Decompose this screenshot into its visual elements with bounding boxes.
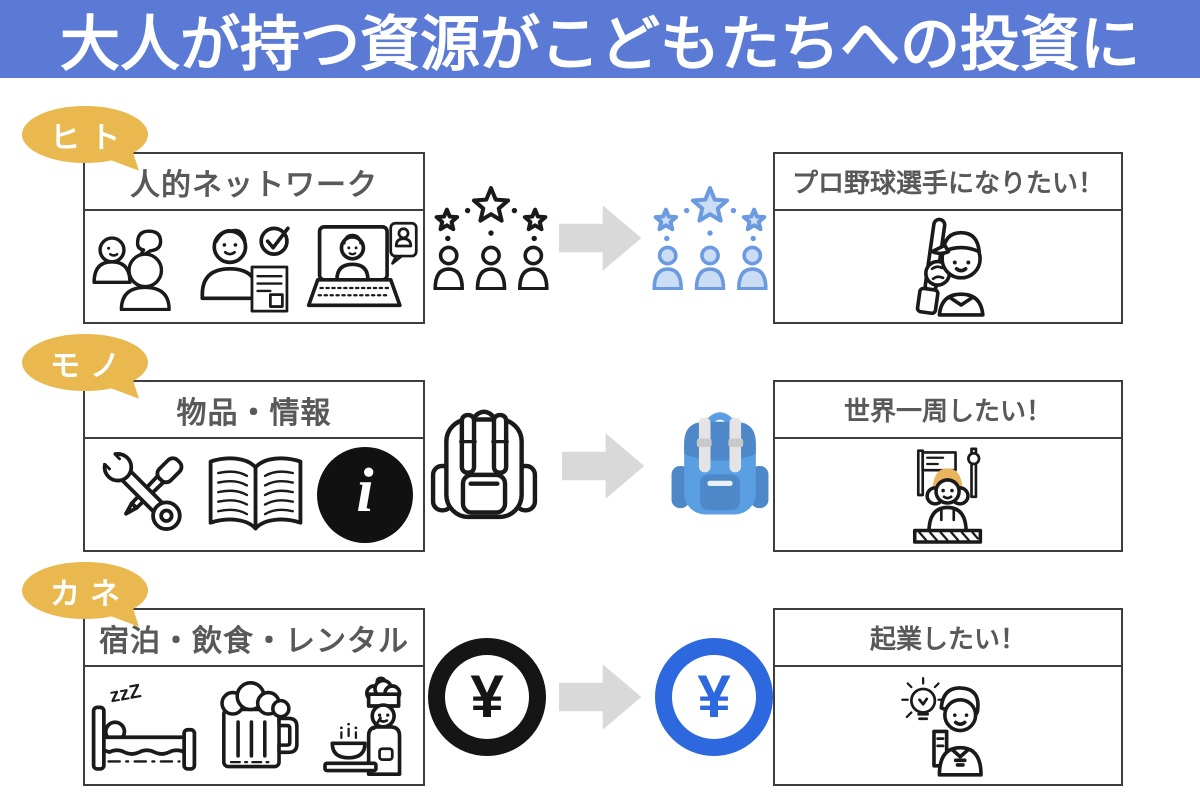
chef-cooking-icon	[323, 675, 402, 776]
baseball-player-icon	[915, 217, 985, 317]
header-banner: 大人が持つ資源がこどもたちへの投資に	[0, 0, 1200, 78]
people-stars-black-icon	[433, 186, 549, 290]
goal-box-startup: 起業したい！	[773, 608, 1123, 786]
open-book-icon	[208, 455, 303, 530]
resource-box-services: 宿泊・飲食・レンタル zzZ	[83, 608, 425, 786]
goal-title: 起業したい！	[775, 610, 1121, 667]
arrow-right-icon	[558, 205, 641, 271]
person-checklist-icon	[200, 226, 290, 313]
backpack-blue-icon	[671, 412, 769, 515]
goal-title: 世界一周したい！	[775, 382, 1121, 439]
goal-box-baseball: プロ野球選手になりたい！	[773, 152, 1123, 324]
info-glyph: i	[356, 457, 374, 525]
resource-icons: zzZ	[85, 667, 423, 784]
people-talking-icon	[92, 229, 171, 311]
goal-title: プロ野球選手になりたい！	[775, 154, 1121, 211]
goal-box-travel: 世界一周したい！	[773, 380, 1123, 552]
transform-mono	[428, 380, 773, 552]
arrow-right-icon	[561, 433, 644, 499]
badge-hito: ヒト	[22, 106, 148, 163]
badge-kane: カネ	[22, 562, 148, 619]
tools-icon	[99, 448, 184, 531]
badge-mono: モノ	[22, 334, 148, 391]
sleep-zzz: zzZ	[108, 680, 143, 707]
entrepreneur-icon	[901, 676, 983, 777]
yen-coin-black-icon: ¥	[428, 638, 546, 756]
resource-icons	[85, 211, 423, 322]
beer-mug-icon	[220, 680, 299, 768]
resource-box-goods: 物品・情報	[83, 380, 425, 552]
transform-hito	[428, 152, 773, 324]
yen-glyph: ¥	[697, 663, 731, 730]
resource-title: 宿泊・飲食・レンタル	[85, 610, 423, 667]
resource-icons: i	[85, 439, 423, 550]
row-hito: ヒト 人的ネットワーク	[0, 106, 1200, 330]
resource-title: 物品・情報	[85, 382, 423, 439]
world-traveler-icon	[912, 447, 983, 544]
video-call-icon	[306, 221, 418, 307]
goal-icon-area	[775, 667, 1121, 784]
bed-sleep-icon: zzZ	[91, 680, 197, 771]
info-icon: i	[317, 446, 413, 543]
goal-icon-area	[775, 211, 1121, 322]
yen-coin-blue-icon: ¥	[655, 638, 773, 756]
transform-kane: ¥ ¥	[428, 608, 773, 786]
backpack-black-icon	[430, 409, 538, 520]
resource-box-network: 人的ネットワーク	[83, 152, 425, 324]
arrow-right-icon	[558, 664, 641, 730]
row-mono: モノ 物品・情報	[0, 334, 1200, 558]
people-stars-blue-icon	[652, 186, 768, 290]
page-title: 大人が持つ資源がこどもたちへの投資に	[60, 10, 1140, 78]
row-kane: カネ 宿泊・飲食・レンタル zzZ	[0, 562, 1200, 786]
goal-icon-area	[775, 439, 1121, 550]
yen-glyph: ¥	[470, 663, 504, 730]
resource-title: 人的ネットワーク	[85, 154, 423, 211]
